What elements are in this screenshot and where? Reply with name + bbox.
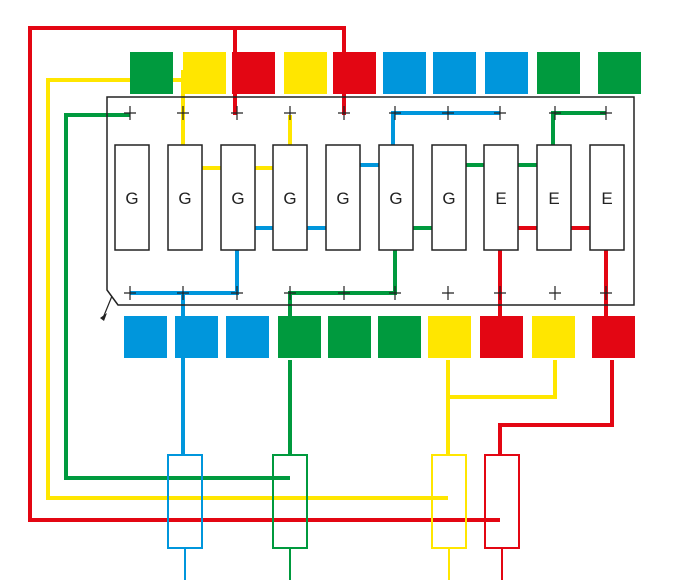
contact-slot-10 [589,144,625,251]
top-pad-6-blue [383,52,426,94]
wires-layer [28,26,614,522]
resistor-red-body [484,454,520,549]
contact-slot-6 [378,144,414,251]
resistor-yellow-body [431,454,467,549]
bottom-pin-marker-7 [442,286,454,300]
top-pad-3-red [232,52,275,94]
slot-label-4: G [283,189,296,208]
bottom-pin-marker-1 [124,286,136,300]
bottom-pad-9-yellow [532,316,575,358]
slot-label-10: E [601,189,612,208]
top-pad-2-yellow [183,52,226,94]
top-pin-marker-3 [231,106,243,120]
bottom-pad-10-red [592,316,635,358]
bottom-pin-marker-5 [338,286,350,300]
top-pin-marker-8 [494,106,506,120]
contact-slot-1 [114,144,150,251]
board-corner-arrowhead [100,313,107,321]
top-pin-marker-6 [389,106,401,120]
bottom-pad-6-green [378,316,421,358]
top-pad-1-green [130,52,173,94]
contact-slot-8 [483,144,519,251]
top-pin-marker-10 [600,106,612,120]
contact-slot-7 [431,144,467,251]
top-pad-4-yellow [284,52,327,94]
top-pin-marker-7 [442,106,454,120]
bottom-pin-marker-4 [284,286,296,300]
slot-label-7: G [442,189,455,208]
top-pad-row [130,52,641,94]
bottom-pad-2-blue [175,316,218,358]
bottom-pad-1-blue [124,316,167,358]
top-pad-5-red [333,52,376,94]
resistor-green-body [272,454,308,549]
bottom-pin-marker-9 [549,286,561,300]
top-pin-marker-9 [549,106,561,120]
contact-slot-3 [220,144,256,251]
bottom-pin-marker-10 [600,286,612,300]
top-pin-marker-4 [284,106,296,120]
bottom-pad-7-yellow [428,316,471,358]
top-pad-7-blue [433,52,476,94]
resistor-blue-body [167,454,203,549]
top-pin-marker-1 [124,106,136,120]
slot-label-6: G [389,189,402,208]
wire-red-outer-loop [233,26,346,70]
resistor-row [167,454,520,580]
bottom-pin-marker-2 [177,286,189,300]
wire-yellow-outer-loop [46,78,448,500]
bottom-pad-4-green [278,316,321,358]
top-pin-marker-2 [177,106,189,120]
board-outline [106,96,635,306]
contact-slot-4 [272,144,308,251]
board-corner-arrow [102,295,113,319]
bottom-pad-8-red [480,316,523,358]
bottom-pad-3-blue [226,316,269,358]
contact-slot-5 [325,144,361,251]
contact-slot-2 [167,144,203,251]
slot-label-8: E [495,189,506,208]
wire-yellow-bottom-link [446,360,557,399]
top-pad-8-blue [485,52,528,94]
pin-markers [124,106,612,300]
slot-label-9: E [548,189,559,208]
wire-green-outer-loop [64,113,290,480]
slot-label-3: G [231,189,244,208]
slot-label-1: G [125,189,138,208]
connector-board [100,96,635,321]
bottom-pin-marker-8 [494,286,506,300]
slot-label-2: G [178,189,191,208]
bottom-pad-row [124,316,635,358]
top-pad-10-green [598,52,641,94]
slot-label-5: G [336,189,349,208]
bottom-pin-marker-3 [231,286,243,300]
wire-red-resistor-feed [498,360,614,455]
top-pin-marker-5 [338,106,350,120]
contact-slot-9 [536,144,572,251]
wire-red-main-loop [28,26,500,522]
bottom-pad-5-green [328,316,371,358]
top-pad-9-green [537,52,580,94]
bottom-pin-marker-6 [389,286,401,300]
